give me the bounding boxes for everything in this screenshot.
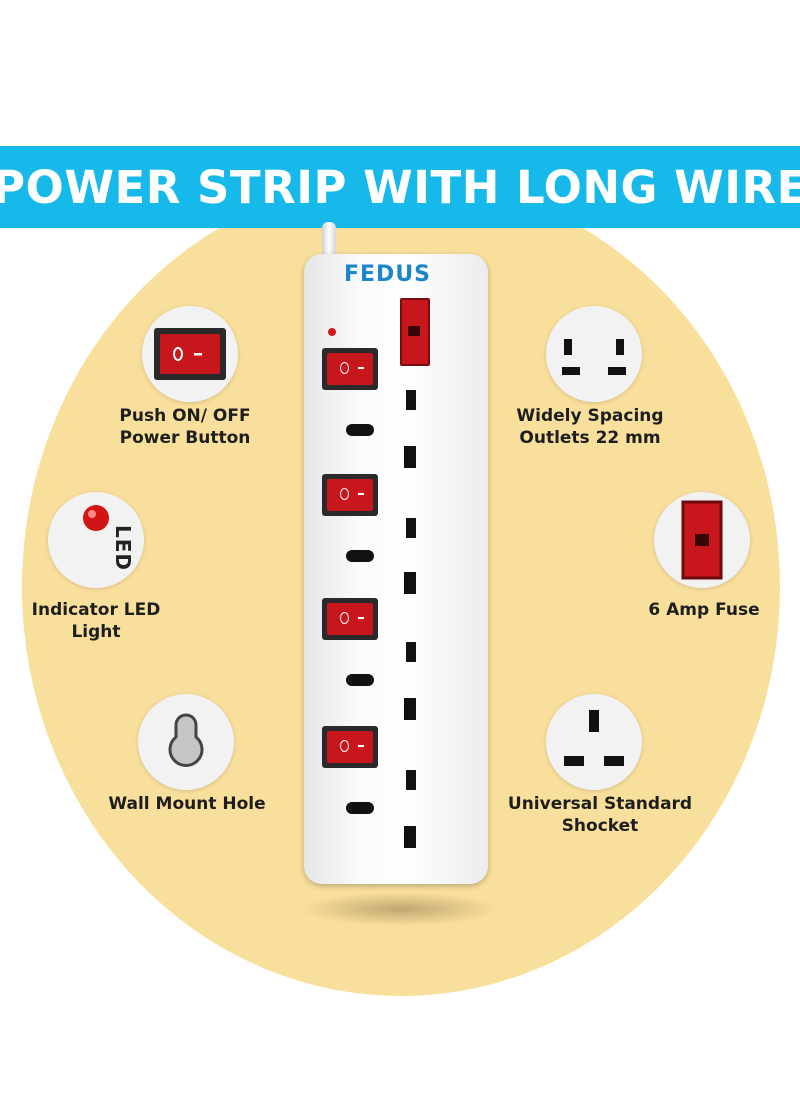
fuse-icon — [681, 500, 723, 580]
wall-mount-feature-circle — [138, 694, 234, 790]
universal-socket-label: Universal Standard Shocket — [507, 794, 693, 836]
outlet-spacing-feature-circle — [546, 306, 642, 402]
fuse-feature-circle — [654, 492, 750, 588]
outlet-spacing-label: Widely Spacing Outlets 22 mm — [516, 406, 664, 448]
led-label-icon: LED — [111, 524, 136, 572]
red-led-icon — [83, 505, 109, 531]
outlets-icon — [346, 390, 416, 848]
title-banner: POWER STRIP WITH LONG WIRE — [0, 146, 800, 228]
indicator-led-feature-circle: LED — [48, 492, 144, 588]
power-switch-3-icon — [322, 598, 378, 640]
power-switch-1-icon — [322, 348, 378, 390]
banner-title: POWER STRIP WITH LONG WIRE — [0, 160, 800, 214]
power-strip: FEDUS — [304, 254, 488, 884]
brand-logo: FEDUS — [344, 262, 432, 287]
keyhole-icon — [168, 713, 204, 767]
power-button-label: Push ON/ OFF Power Button — [119, 406, 251, 448]
universal-socket-icon — [564, 710, 624, 766]
wall-mount-label: Wall Mount Hole — [108, 794, 266, 814]
outlet-spacing-icon — [562, 339, 626, 375]
power-button-icon — [154, 328, 226, 380]
fuse-holder-icon — [400, 298, 430, 366]
power-button-feature-circle — [142, 306, 238, 402]
indicator-led-icon — [328, 328, 336, 336]
power-cord — [322, 222, 336, 262]
universal-socket-feature-circle — [546, 694, 642, 790]
power-switch-4-icon — [322, 726, 378, 768]
indicator-led-label: Indicator LED Light — [31, 600, 161, 642]
strip-shadow — [300, 892, 500, 926]
fuse-label: 6 Amp Fuse — [648, 600, 760, 620]
power-switch-2-icon — [322, 474, 378, 516]
